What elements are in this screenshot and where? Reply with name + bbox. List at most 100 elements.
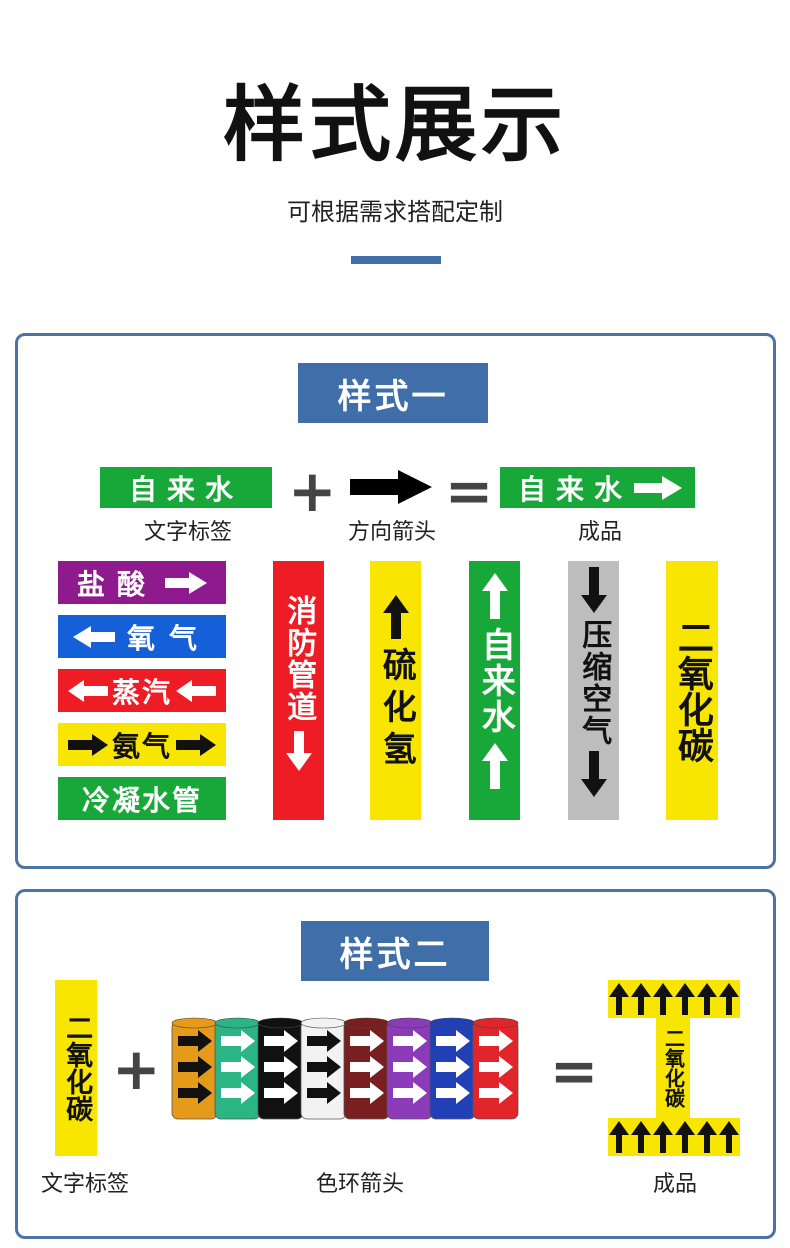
arrow-right-icon — [479, 1030, 513, 1052]
arrow-down-icon — [580, 567, 607, 613]
arrow-right-icon — [264, 1030, 298, 1052]
arrow-up-icon — [653, 983, 673, 1015]
label-oxygen: 氧气 — [58, 615, 226, 658]
caption-direction-arrow: 方向箭头 — [347, 520, 436, 545]
arrow-up-icon — [631, 983, 651, 1015]
style1-badge: 样式一 — [298, 363, 488, 423]
arrow-right-icon — [176, 733, 216, 756]
arrow-right-icon — [307, 1056, 341, 1078]
arrow-down-icon — [285, 731, 312, 771]
label-text: 二氧化碳 — [671, 618, 713, 763]
label-text: 蒸汽 — [111, 675, 172, 709]
arrow-up-icon — [719, 1121, 739, 1153]
arrow-right-icon — [350, 1030, 384, 1052]
label-text: 氧气 — [126, 621, 211, 655]
arrow-up-icon — [382, 595, 409, 639]
arrow-right-icon — [436, 1082, 470, 1104]
arrow-right-icon — [221, 1056, 255, 1078]
result-label-text: 自来水 — [518, 472, 633, 506]
tape-roll — [472, 1017, 519, 1120]
tape-roll — [343, 1017, 390, 1120]
caption-text-label: 文字标签 — [40, 1172, 129, 1197]
product-bottom-arrows — [608, 1118, 740, 1156]
arrow-right-icon — [307, 1030, 341, 1052]
tape-roll — [300, 1017, 347, 1120]
arrow-up-icon — [481, 743, 508, 789]
label-text: 压缩空气 — [576, 619, 612, 747]
arrow-right-icon — [634, 475, 683, 500]
label-text: 消防管道 — [281, 595, 317, 723]
equals-sign: = — [444, 457, 494, 525]
label-ammonia: 氨气 — [58, 723, 226, 766]
label-condensate-pipe: 冷凝水管 — [58, 777, 226, 820]
arrow-right-icon — [393, 1030, 427, 1052]
arrow-down-icon — [580, 751, 607, 797]
product-top-arrows — [608, 980, 740, 1018]
caption-text-label: 文字标签 — [143, 520, 232, 545]
label-text: 自来水 — [475, 627, 516, 735]
tape-roll — [429, 1017, 476, 1120]
style2-text-label: 二氧化碳 — [55, 980, 97, 1156]
plus-sign: + — [288, 457, 337, 525]
label-text: 二氧化碳 — [661, 1028, 686, 1108]
label-text: 冷凝水管 — [81, 783, 202, 817]
tape-roll — [171, 1017, 218, 1120]
label-hydrogen-sulfide: 硫化氢 — [370, 561, 421, 820]
style2-badge: 样式二 — [301, 921, 489, 981]
arrow-right-icon — [479, 1082, 513, 1104]
arrow-right-icon — [393, 1082, 427, 1104]
label-text: 二氧化碳 — [61, 1014, 93, 1122]
arrow-right-icon — [393, 1056, 427, 1078]
title-underline — [351, 256, 441, 264]
arrow-right-icon — [178, 1056, 212, 1078]
result-label-sample: 自来水 — [500, 467, 695, 508]
tape-roll — [214, 1017, 261, 1120]
tape-roll — [386, 1017, 433, 1120]
page-title: 样式展示 — [222, 78, 567, 173]
caption-color-ring-arrow: 色环箭头 — [315, 1172, 404, 1197]
arrow-up-icon — [675, 983, 695, 1015]
caption-product: 成品 — [577, 520, 622, 545]
arrow-right-icon — [264, 1056, 298, 1078]
label-compressed-air: 压缩空气 — [568, 561, 619, 820]
arrow-right-icon — [178, 1082, 212, 1104]
arrow-up-icon — [609, 983, 629, 1015]
equals-sign: = — [549, 1037, 599, 1105]
arrow-right-icon — [67, 733, 108, 756]
label-carbon-dioxide: 二氧化碳 — [666, 561, 718, 820]
arrow-right-icon — [221, 1030, 255, 1052]
arrow-right-icon — [165, 571, 207, 594]
arrow-up-icon — [697, 1121, 717, 1153]
page-subtitle: 可根据需求搭配定制 — [287, 198, 503, 226]
label-tap-water: 自来水 — [469, 561, 520, 820]
label-text: 硫化氢 — [376, 647, 417, 773]
tape-roll — [257, 1017, 304, 1120]
arrow-right-icon — [178, 1030, 212, 1052]
arrow-right-icon — [436, 1056, 470, 1078]
arrow-right-icon — [264, 1082, 298, 1104]
arrow-up-icon — [653, 1121, 673, 1153]
arrow-right-icon — [479, 1056, 513, 1078]
arrow-up-icon — [719, 983, 739, 1015]
label-fire-pipe: 消防管道 — [273, 561, 324, 820]
color-arrow-tapes — [170, 1015, 540, 1127]
label-hydrochloric-acid: 盐酸 — [58, 561, 226, 604]
product-label: 二氧化碳 — [656, 1018, 690, 1118]
label-steam: 蒸汽 — [58, 669, 226, 712]
arrow-right-icon — [221, 1082, 255, 1104]
arrow-up-icon — [631, 1121, 651, 1153]
arrow-right-icon — [350, 1082, 384, 1104]
arrow-left-icon — [67, 679, 108, 702]
arrow-left-icon — [176, 679, 216, 702]
arrow-right-icon — [436, 1030, 470, 1052]
arrow-up-icon — [481, 573, 508, 619]
arrow-left-icon — [72, 625, 115, 648]
arrow-up-icon — [697, 983, 717, 1015]
arrow-right-icon — [350, 470, 432, 504]
label-text: 盐酸 — [76, 567, 157, 601]
arrow-up-icon — [609, 1121, 629, 1153]
text-label-sample: 自来水 — [100, 467, 272, 508]
arrow-right-icon — [307, 1082, 341, 1104]
caption-product: 成品 — [652, 1172, 697, 1197]
arrow-up-icon — [675, 1121, 695, 1153]
